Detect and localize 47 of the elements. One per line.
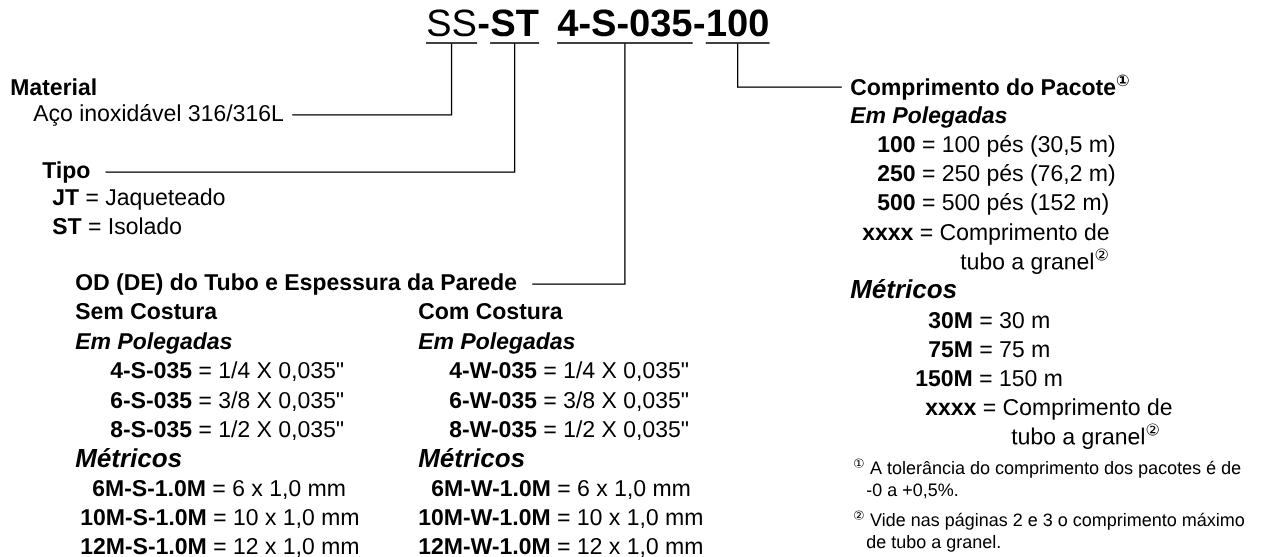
subheading: Métricos — [75, 447, 182, 468]
spec-line: 100 = 100 pés (30,5 m) — [878, 135, 1115, 157]
heading: Com Costura — [419, 302, 563, 320]
subheading: Em Polegadas — [75, 332, 232, 354]
spec-line: 10M-S-1.0M = 10 x 1,0 mm — [81, 508, 358, 528]
leader-line — [291, 42, 453, 116]
spec-line: 8-S-035 = 1/2 X 0,035" — [110, 420, 344, 440]
footnote: $^{②}$ Vide nas páginas 2 e 3 o comprimento máximo de tubo a granel. — [854, 510, 1245, 552]
spec-line: 150M = 150 m — [916, 369, 1062, 387]
spec-line: xxxx = Comprimento de tubo a granel$^{②}$ — [862, 223, 1109, 275]
spec-line: 8-W-035 = 1/2 X 0,035" — [449, 420, 688, 440]
heading: Sem Costura — [75, 302, 218, 320]
spec-line: 4-W-035 = 1/4 X 0,035" — [449, 361, 688, 381]
spec-line: Aço inoxidável 316/316L — [33, 104, 283, 126]
spec-line: 30M = 30 m — [928, 311, 1049, 329]
heading: Material — [11, 78, 96, 96]
subheading: Métricos — [850, 278, 957, 299]
hyphen: - — [478, 23, 489, 29]
hyphen: - — [694, 23, 705, 29]
leader-line — [104, 42, 516, 173]
spec-line: 6-S-035 = 3/8 X 0,035" — [111, 391, 344, 411]
underlined-code: SS — [425, 9, 478, 44]
spec-line: 10M-W-1.0M = 10 x 1,0 mm — [419, 508, 702, 528]
spec-line: 4-S-035 = 1/4 X 0,035" — [110, 361, 344, 381]
footnote: $^{①}$ A tolerância do comprimento dos pacotes é de -0 a +0,5%. — [854, 458, 1241, 499]
subheading: Métricos — [418, 447, 525, 468]
spec-line: xxxx = Comprimento de tubo a granel$^{②}$ — [925, 398, 1172, 450]
leader-line — [737, 42, 843, 88]
spec-line: JT = Jaqueteado — [52, 188, 225, 210]
spec-line: 250 = 250 pés (76,2 m) — [878, 164, 1115, 186]
spec-line: 6M-W-1.0M = 6 x 1,0 mm — [432, 479, 690, 499]
spec-line: 6-W-035 = 3/8 X 0,035" — [450, 391, 688, 411]
spec-line: 6M-S-1.0M = 6 x 1,0 mm — [93, 479, 345, 499]
heading: OD (DE) do Tubo e Espessura da Parede — [76, 273, 517, 295]
spec-line: 12M-W-1.0M = 12 x 1,0 mm — [419, 537, 702, 557]
heading: Comprimento do Pacote$^{①}$ — [851, 74, 1129, 100]
spec-line: 500 = 500 pés (152 m) — [877, 193, 1108, 215]
underlined-code: ST — [489, 9, 540, 44]
subheading: Em Polegadas — [850, 106, 1007, 128]
subheading: Em Polegadas — [418, 332, 575, 354]
spec-line: 75M = 75 m — [929, 341, 1049, 358]
underlined-code: 100 — [705, 9, 771, 44]
spec-line: ST = Isolado — [52, 217, 181, 235]
underlined-code: 4-S-035 — [556, 9, 694, 44]
spec-line: 12M-S-1.0M = 12 x 1,0 mm — [81, 537, 358, 557]
heading: Tipo — [42, 161, 90, 183]
leader-line — [531, 42, 626, 285]
